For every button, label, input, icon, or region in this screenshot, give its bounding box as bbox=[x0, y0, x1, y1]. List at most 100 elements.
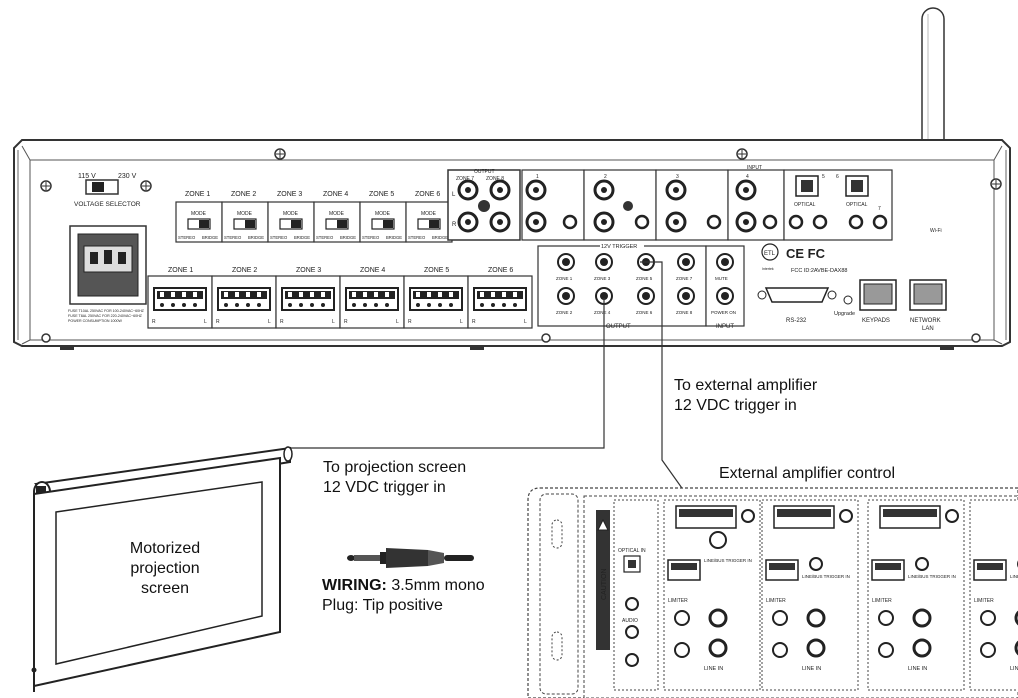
mode-label: MODE bbox=[283, 211, 299, 217]
svg-text:L: L bbox=[204, 319, 207, 325]
output-zone7-8: OUTPUT ZONE 7 ZONE 8 L R bbox=[447, 169, 521, 241]
mode-label: MODE bbox=[421, 211, 437, 217]
stereo-label: STEREO bbox=[178, 235, 196, 240]
trigger-zone-label: ZONE 3 bbox=[594, 276, 611, 281]
zone-terminal-label: ZONE 3 bbox=[296, 267, 321, 274]
optical-inputs: 5 6 7 OPTICAL OPTICAL bbox=[783, 169, 893, 241]
screw-icon bbox=[990, 178, 1002, 190]
bridge-label: BRIDGE bbox=[248, 235, 264, 240]
mono-plug-icon bbox=[347, 548, 474, 568]
trigger-zone-label: ZONE 8 bbox=[676, 310, 693, 315]
svg-text:POWER CONSUMPTION 1000W: POWER CONSUMPTION 1000W bbox=[68, 319, 123, 323]
plug-note: Plug: Tip positive bbox=[322, 597, 443, 614]
svg-text:ZONE 7: ZONE 7 bbox=[456, 176, 474, 182]
zone-switch-label: ZONE 5 bbox=[369, 191, 394, 198]
svg-text:2: 2 bbox=[604, 174, 607, 180]
trigger-zone-label: ZONE 2 bbox=[556, 310, 573, 315]
stereo-label: STEREO bbox=[270, 235, 288, 240]
limiter-label: LIMITER bbox=[668, 598, 688, 604]
trigger-zone-label: ZONE 1 bbox=[556, 276, 573, 281]
stereo-label: STEREO bbox=[224, 235, 242, 240]
line-bus-trigger-label: LINE/BUS TRIGGER IN bbox=[704, 558, 752, 563]
svg-text:R: R bbox=[280, 319, 284, 325]
bridge-label: BRIDGE bbox=[386, 235, 402, 240]
zone-switch-label: ZONE 1 bbox=[185, 191, 210, 198]
svg-text:L: L bbox=[396, 319, 399, 325]
svg-text:ETL: ETL bbox=[764, 251, 776, 257]
svg-text:L: L bbox=[268, 319, 271, 325]
wiring-label: WIRING: bbox=[322, 577, 387, 594]
mode-label: MODE bbox=[191, 211, 207, 217]
screen-label: Motorized projection screen bbox=[129, 540, 201, 597]
power-inlet: FUSE T10AL 250VAC FOR 100-240VAC~60HZ FU… bbox=[68, 225, 147, 323]
svg-text:L: L bbox=[524, 319, 527, 325]
line-in-label: LINE IN bbox=[1010, 666, 1018, 672]
svg-text:OPTICAL: OPTICAL bbox=[794, 202, 816, 208]
screw-icon bbox=[274, 148, 286, 160]
wiring-note: WIRING: 3.5mm mono Plug: Tip positive bbox=[322, 576, 485, 616]
limiter-label: LIMITER bbox=[766, 598, 786, 604]
line-in-label: LINE IN bbox=[908, 666, 927, 672]
stereo-label: STEREO bbox=[408, 235, 426, 240]
trigger-zone-label: ZONE 4 bbox=[594, 310, 611, 315]
trigger-zone-label: ZONE 7 bbox=[676, 276, 693, 281]
mode-label: MODE bbox=[237, 211, 253, 217]
svg-text:CAUTION: CAUTION bbox=[601, 569, 608, 601]
svg-text:R: R bbox=[452, 222, 457, 228]
svg-text:FUSE T8AL 250VAC FOR 220-240VA: FUSE T8AL 250VAC FOR 220-240VAC~60HZ bbox=[68, 314, 143, 318]
upgrade-button bbox=[843, 295, 853, 305]
svg-text:L: L bbox=[452, 192, 456, 198]
bridge-label: BRIDGE bbox=[202, 235, 218, 240]
line-in-label: LINE IN bbox=[802, 666, 821, 672]
external-amplifier-channels: LINE/BUS TRIGGER IN LIMITER LINE IN LINE/BU… bbox=[663, 499, 1018, 691]
svg-text:12V TRIGGER: 12V TRIGGER bbox=[601, 244, 637, 250]
keypads-port: KEYPADS bbox=[859, 279, 897, 324]
zone-switch-label: ZONE 3 bbox=[277, 191, 302, 198]
zone-switch-label: ZONE 4 bbox=[323, 191, 348, 198]
line-bus-trigger-label: LINE/BUS TRIGGER IN bbox=[1010, 574, 1018, 579]
wifi-label: Wi-Fi bbox=[930, 228, 942, 234]
line-bus-trigger-label: LINE/BUS TRIGGER IN bbox=[908, 574, 956, 579]
svg-text:INPUT: INPUT bbox=[716, 324, 734, 330]
svg-text:7: 7 bbox=[878, 206, 881, 212]
svg-text:AUDIO: AUDIO bbox=[622, 618, 638, 624]
svg-text:VOLTAGE SELECTOR: VOLTAGE SELECTOR bbox=[74, 201, 141, 208]
svg-text:NETWORK: NETWORK bbox=[910, 318, 941, 324]
screw-icon bbox=[736, 148, 748, 160]
screw-icon bbox=[40, 180, 52, 192]
zone-terminal-label: ZONE 4 bbox=[360, 267, 385, 274]
svg-text:R: R bbox=[472, 319, 476, 325]
limiter-label: LIMITER bbox=[974, 598, 994, 604]
svg-text:230 V: 230 V bbox=[118, 173, 137, 180]
zone-terminal-label: ZONE 6 bbox=[488, 267, 513, 274]
svg-text:6: 6 bbox=[836, 174, 839, 180]
screw-icon bbox=[541, 333, 551, 343]
svg-text:115 V: 115 V bbox=[78, 173, 96, 180]
svg-text:5: 5 bbox=[822, 174, 825, 180]
svg-text:CE FC: CE FC bbox=[786, 246, 826, 261]
svg-text:INPUT: INPUT bbox=[747, 165, 762, 171]
ext-amp-control-caption: External amplifier control bbox=[719, 465, 896, 482]
svg-text:1: 1 bbox=[536, 174, 539, 180]
svg-text:L: L bbox=[460, 319, 463, 325]
line-in-label: LINE IN bbox=[704, 666, 723, 672]
mode-label: MODE bbox=[375, 211, 391, 217]
amp-trigger-caption: To external amplifier 12 VDC trigger in bbox=[674, 377, 818, 414]
rs232-port: RS-232 bbox=[757, 287, 837, 324]
svg-text:3: 3 bbox=[676, 174, 679, 180]
bridge-label: BRIDGE bbox=[340, 235, 356, 240]
svg-text:R: R bbox=[408, 319, 412, 325]
zone-switch-label: ZONE 2 bbox=[231, 191, 256, 198]
svg-text:OPTICAL: OPTICAL bbox=[846, 202, 868, 208]
svg-text:4: 4 bbox=[746, 174, 749, 180]
trigger-zone-label: ZONE 5 bbox=[636, 276, 653, 281]
stereo-label: STEREO bbox=[316, 235, 334, 240]
cert-logos: ETL Intertek CE FC FCC ID:2AVBE-DAX88 bbox=[761, 243, 847, 274]
mode-label: MODE bbox=[329, 211, 345, 217]
svg-text:R: R bbox=[344, 319, 348, 325]
screw-icon bbox=[140, 180, 152, 192]
mute-label: MUTE bbox=[715, 276, 728, 281]
svg-text:L: L bbox=[332, 319, 335, 325]
screen-trigger-caption: To projection screen 12 VDC trigger in bbox=[323, 459, 467, 496]
